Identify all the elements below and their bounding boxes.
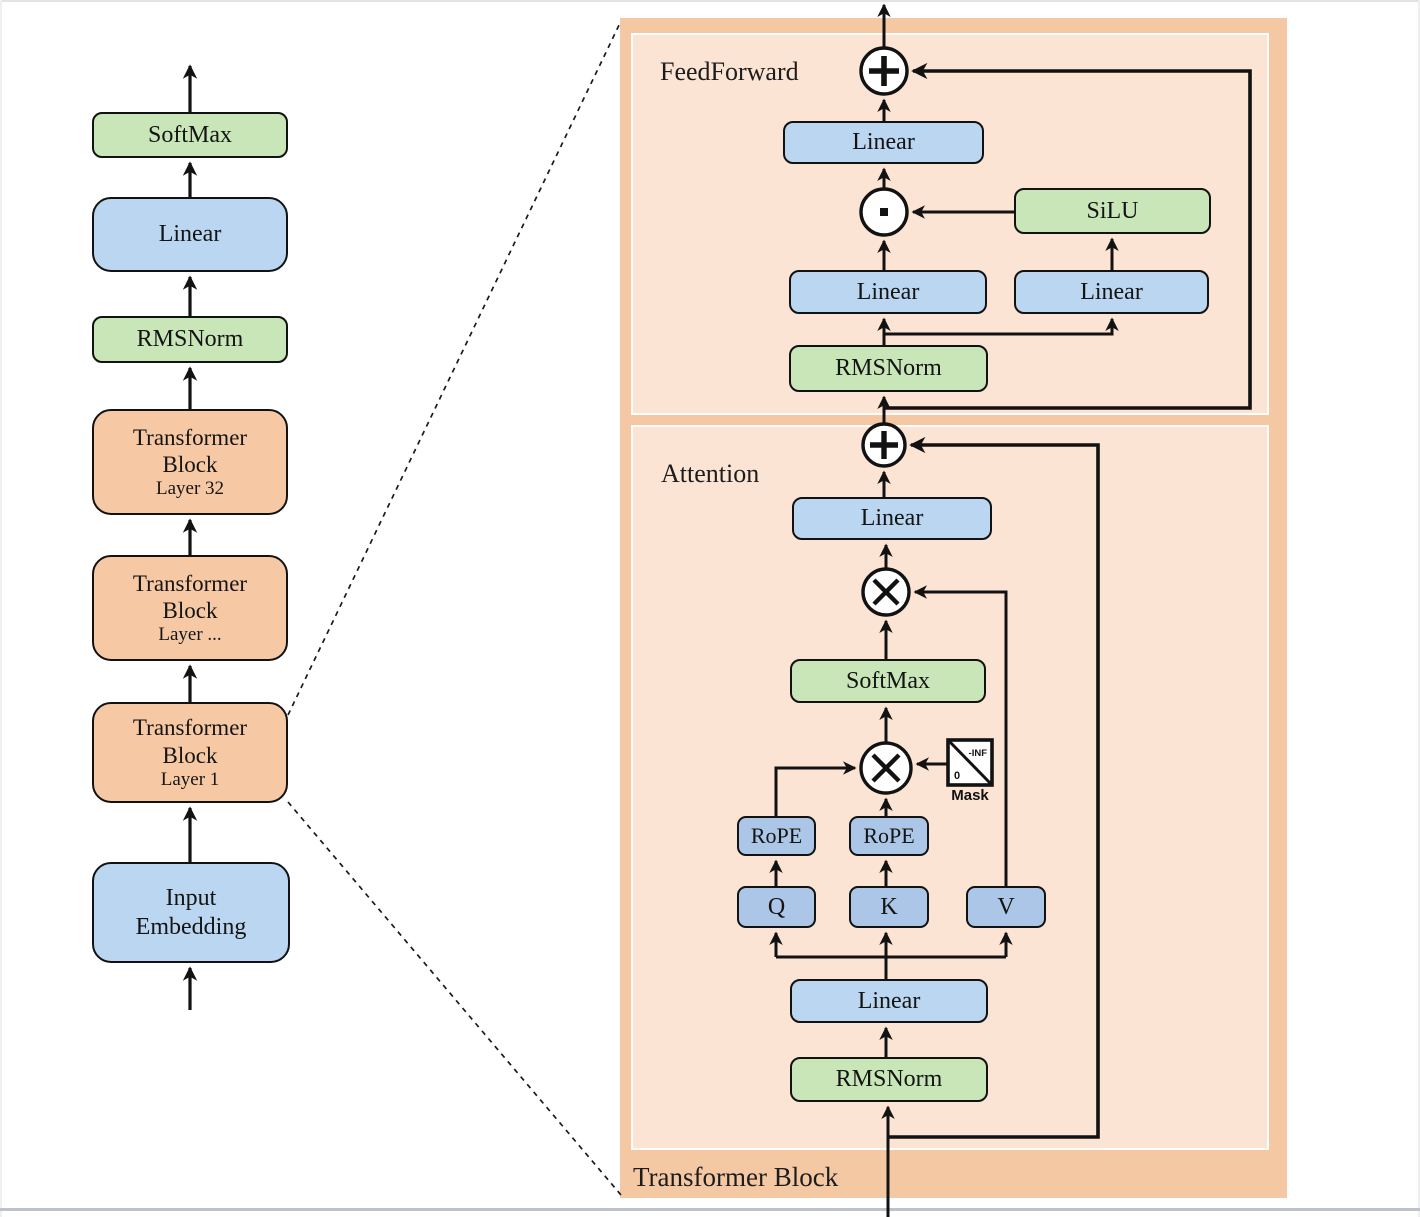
transformer-block-title: Transformer Block <box>633 1162 839 1192</box>
ff-silu-box: SiLU <box>1014 188 1211 234</box>
rope-k-label: RoPE <box>863 823 915 849</box>
pipeline-softmax-label: SoftMax <box>148 121 232 148</box>
rope-q-label: RoPE <box>750 823 803 849</box>
ff-gate-linear-box: Linear <box>789 270 987 314</box>
ff-gate-linear-label: Linear <box>856 278 920 305</box>
attention-section-label: Attention <box>661 459 760 488</box>
value-label: V <box>997 893 1015 920</box>
feedforward-section-label: FeedForward <box>660 57 799 86</box>
block-title-line2: Block <box>162 742 218 768</box>
pipeline-linear-label: Linear <box>158 221 222 248</box>
frame-bottom-border <box>0 1208 1420 1211</box>
attn-softmax-box: SoftMax <box>790 659 986 703</box>
frame-top-border <box>0 0 1420 2</box>
attn-qkv-linear-box: Linear <box>790 979 988 1023</box>
block-title-line1: Transformer <box>132 570 248 596</box>
pipeline-softmax-box: SoftMax <box>92 112 288 158</box>
pipeline-transformer-block-middle: Transformer Block Layer ... <box>92 555 288 661</box>
frame-right-border <box>1418 0 1420 1217</box>
input-embedding-line1: Input <box>165 885 217 912</box>
pipeline-linear-box: Linear <box>92 197 288 272</box>
query-label: Q <box>767 893 786 920</box>
attn-rmsnorm-label: RMSNorm <box>835 1066 943 1093</box>
pipeline-rmsnorm-box: RMSNorm <box>92 316 288 363</box>
pipeline-transformer-block-32: Transformer Block Layer 32 <box>92 409 288 515</box>
block-title-line1: Transformer <box>132 715 248 741</box>
ff-rmsnorm-label: RMSNorm <box>835 355 942 382</box>
attn-softmax-label: SoftMax <box>846 667 930 694</box>
rope-q-box: RoPE <box>737 816 816 856</box>
attn-qkv-linear-label: Linear <box>857 987 921 1014</box>
attn-rmsnorm-box: RMSNorm <box>790 1057 988 1102</box>
ff-output-linear-box: Linear <box>783 121 984 164</box>
attn-output-linear-label: Linear <box>860 505 924 532</box>
rope-k-box: RoPE <box>849 816 929 856</box>
ff-up-linear-box: Linear <box>1014 270 1209 314</box>
input-embedding-line2: Embedding <box>135 913 247 940</box>
block-title-line2: Block <box>162 598 218 624</box>
pipeline-input-embedding-box: Input Embedding <box>92 862 290 963</box>
block-layer-caption: Layer ... <box>158 624 222 646</box>
frame-left-border <box>0 0 2 1217</box>
ff-silu-label: SiLU <box>1086 197 1139 224</box>
query-box: Q <box>737 886 816 928</box>
attn-output-linear-box: Linear <box>792 497 992 540</box>
key-label: K <box>880 893 898 920</box>
block-layer-caption: Layer 1 <box>160 768 220 790</box>
block-title-line1: Transformer <box>132 424 248 450</box>
pipeline-rmsnorm-label: RMSNorm <box>136 326 244 353</box>
ff-up-linear-label: Linear <box>1080 278 1143 305</box>
value-box: V <box>966 886 1046 928</box>
block-title-line2: Block <box>162 452 218 478</box>
ff-rmsnorm-box: RMSNorm <box>789 345 988 392</box>
zoom-guide-lines <box>287 20 622 1196</box>
block-layer-caption: Layer 32 <box>155 478 225 500</box>
pipeline-transformer-block-1: Transformer Block Layer 1 <box>92 702 288 803</box>
key-box: K <box>849 886 929 928</box>
ff-output-linear-label: Linear <box>852 129 915 156</box>
